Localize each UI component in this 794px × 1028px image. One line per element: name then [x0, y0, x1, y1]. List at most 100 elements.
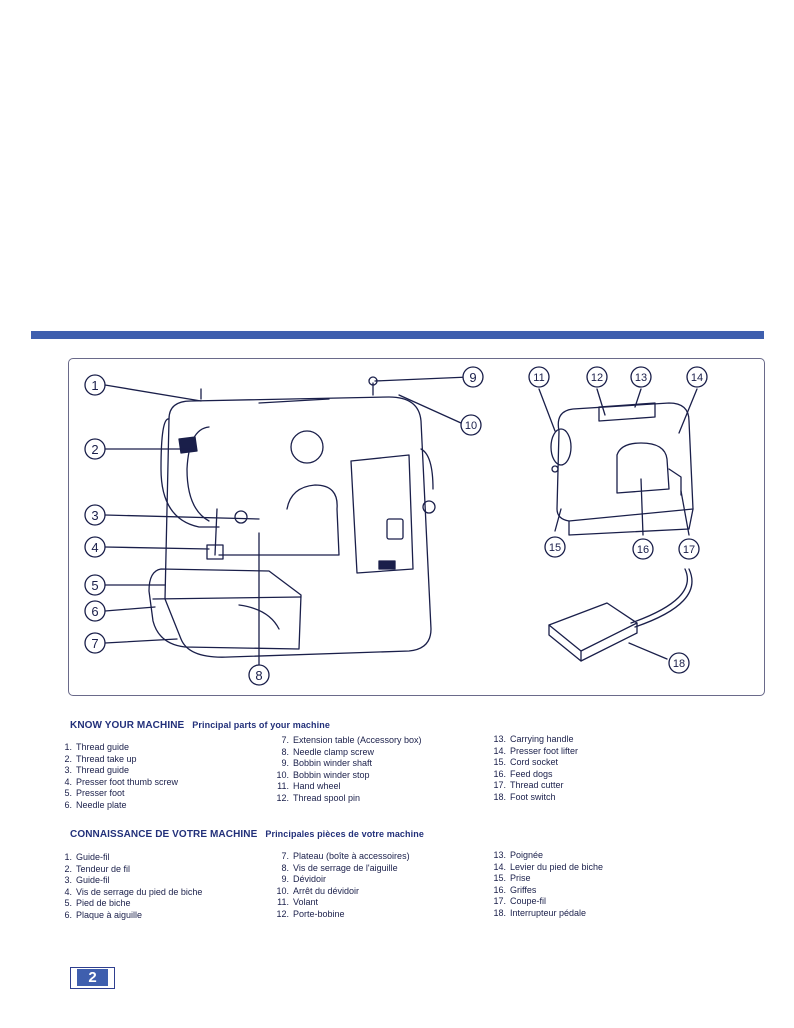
list-item: 5. Pied de biche [56, 898, 202, 910]
svg-text:14: 14 [691, 372, 703, 384]
list-item: 3.Thread guide [56, 765, 178, 777]
item-number: 17. [493, 780, 506, 791]
item-number: 5. [64, 898, 72, 909]
item-label: Thread spool pin [293, 792, 361, 803]
item-number: 3. [64, 875, 72, 886]
list-item: 6.Needle plate [56, 800, 178, 812]
item-label: Presser foot lifter [510, 745, 579, 756]
item-label: Coupe-fil [510, 896, 547, 907]
item-label: Bobbin winder shaft [293, 758, 373, 769]
machine-illustration-frame: 1 2 3 4 5 6 7 8 9 10 11 12 13 14 15 16 1… [68, 358, 765, 696]
item-label: Guide-fil [76, 875, 110, 886]
callout-10: 10 [460, 414, 482, 436]
list-item: 12.Thread spool pin [273, 793, 422, 805]
list-item: 2.Thread take up [56, 754, 178, 766]
callout-5: 5 [84, 574, 106, 596]
french-subtitle: Principales pièces de votre machine [265, 829, 424, 839]
item-number: 7. [281, 851, 289, 861]
item-label: Pied de biche [76, 898, 131, 909]
list-item: 4.Presser foot thumb screw [56, 777, 178, 789]
item-label: Cord socket [510, 757, 559, 768]
item-label: Guide-fil [76, 852, 110, 862]
header-rule [31, 331, 764, 339]
item-number: 5. [64, 788, 72, 799]
item-number: 6. [64, 909, 72, 920]
item-label: Interrupteur pédale [510, 907, 587, 918]
item-label: Plateau (boîte à accessoires) [293, 851, 410, 861]
item-number: 11. [277, 897, 289, 908]
list-item: 16.Griffes [490, 885, 603, 897]
item-label: Presser foot [76, 788, 125, 799]
item-number: 17. [493, 896, 506, 907]
svg-text:4: 4 [91, 540, 98, 555]
callout-18: 18 [668, 652, 690, 674]
item-number: 8. [281, 862, 289, 873]
list-item: 9.Bobbin winder shaft [273, 758, 422, 770]
list-item: 14. Presser foot lifter [490, 746, 578, 758]
list-item: 15. Cord socket [490, 757, 578, 769]
item-label: Presser foot thumb screw [76, 776, 179, 787]
item-number: 14. [493, 861, 506, 872]
french-list-col-2: 7. Plateau (boîte à accessoires) 8. Vis de … [273, 851, 410, 921]
svg-text:12: 12 [591, 372, 603, 384]
item-number: 14. [493, 745, 506, 756]
callout-1: 1 [84, 374, 106, 396]
item-number: 3. [64, 765, 72, 776]
item-number: 10. [276, 885, 289, 896]
item-number: 12. [276, 908, 289, 919]
item-label: Prise [510, 873, 531, 884]
pattern-dial [290, 430, 324, 464]
list-item: 17. Coupe-fil [490, 896, 603, 908]
callout-2: 2 [84, 438, 106, 460]
callout-9: 9 [462, 366, 484, 388]
list-item: 4.Vis de serrage du pied de biche [56, 887, 202, 899]
item-number: 18. [493, 791, 506, 802]
item-number: 1. [64, 852, 72, 862]
item-number: 11. [277, 781, 289, 792]
callout-17: 17 [678, 538, 700, 560]
item-number: 9. [281, 874, 289, 885]
item-number: 15. [493, 757, 506, 768]
callout-12: 12 [586, 366, 608, 388]
callout-16: 16 [632, 538, 654, 560]
item-label: Thread take up [76, 753, 137, 764]
callout-11: 11 [528, 366, 550, 388]
list-item: 10.Bobbin winder stop [273, 770, 422, 782]
item-label: Poignée [510, 850, 544, 860]
item-label: Volant [293, 897, 319, 908]
list-item: 1. Guide-fil [56, 852, 202, 864]
item-label: Arrêt du dévidoir [293, 885, 360, 896]
list-item: 13.Carrying handle [490, 734, 578, 746]
list-item: 10. Arrêt du dévidoir [273, 886, 410, 898]
svg-text:16: 16 [637, 544, 649, 556]
svg-text:6: 6 [91, 604, 98, 619]
list-item: 11. Volant [273, 897, 410, 909]
list-item: 18.Foot switch [490, 792, 578, 804]
page-number-box: 2 [70, 967, 115, 989]
svg-text:9: 9 [469, 370, 476, 385]
callout-13: 13 [630, 366, 652, 388]
item-number: 8. [281, 746, 289, 757]
item-label: Hand wheel [293, 781, 341, 792]
svg-text:5: 5 [91, 578, 98, 593]
svg-text:8: 8 [255, 668, 262, 683]
callout-7: 7 [84, 632, 106, 654]
item-number: 13. [493, 734, 506, 744]
french-title: CONNAISSANCE DE VOTRE MACHINE [70, 829, 258, 840]
list-item: 2.Tendeur de fil [56, 864, 202, 876]
foot-switch [548, 602, 638, 652]
list-item: 12.Porte-bobine [273, 909, 410, 921]
list-item: 15.Prise [490, 873, 603, 885]
callout-4: 4 [84, 536, 106, 558]
list-item: 11. Hand wheel [273, 781, 422, 793]
item-label: Vis de serrage de l'aiguille [293, 862, 398, 873]
list-item: 16.Feed dogs [490, 769, 578, 781]
item-label: Plaque à aiguille [76, 909, 143, 920]
machine-body [164, 396, 432, 658]
callout-3: 3 [84, 504, 106, 526]
list-item: 8.Needle clamp screw [273, 747, 422, 759]
svg-text:3: 3 [91, 508, 98, 523]
